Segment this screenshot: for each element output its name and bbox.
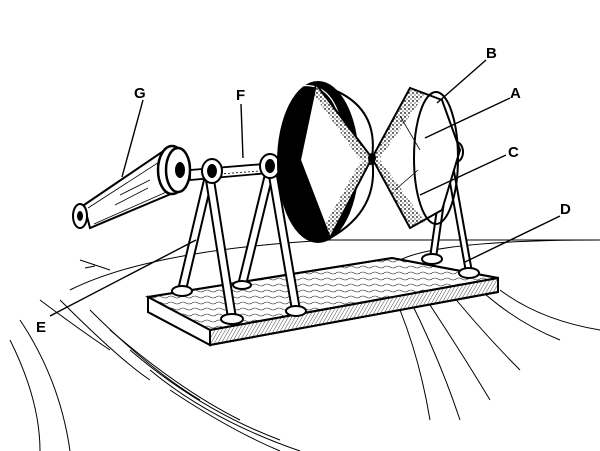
label-c: C — [508, 144, 519, 161]
pulley-belt — [72, 144, 192, 230]
table-background — [9, 239, 600, 451]
label-e: E — [36, 319, 46, 336]
label-g: G — [134, 85, 146, 102]
cones — [298, 81, 462, 241]
leader-lines — [49, 59, 561, 317]
leg-feet — [171, 253, 480, 325]
part-labels: A B C D E F G — [36, 45, 571, 336]
wooden-base — [144, 256, 499, 347]
label-f: F — [236, 87, 245, 104]
label-a: A — [510, 85, 521, 102]
label-b: B — [486, 45, 497, 62]
label-d: D — [560, 201, 571, 218]
